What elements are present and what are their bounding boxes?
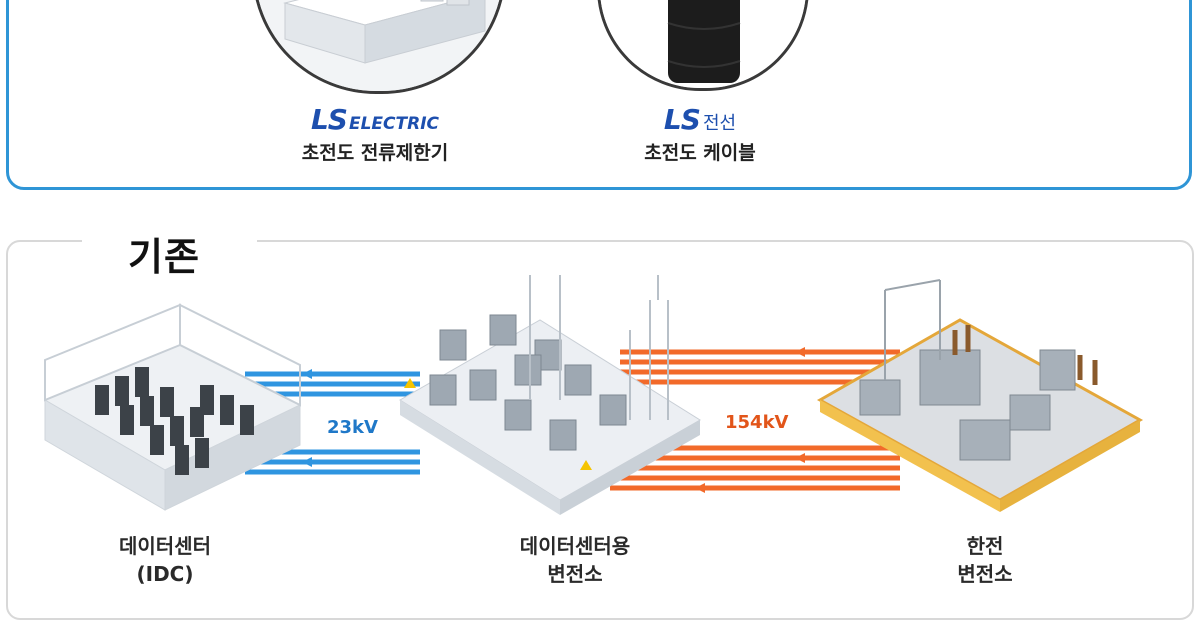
node-label-dc-substation: 데이터센터용 변전소 <box>519 534 631 586</box>
idc-building-icon <box>43 303 302 511</box>
current-limiter-image <box>252 0 506 94</box>
product-label: 초전도 전류제한기 <box>301 142 449 164</box>
dc-substation-icon <box>399 275 701 515</box>
node-label-kepco-substation: 한전 변전소 <box>957 534 1013 586</box>
arrow-icon <box>302 369 312 467</box>
voltage-label-23kv: 23kV <box>327 417 378 438</box>
section-title: 기존 <box>128 235 200 279</box>
product-panel <box>6 0 1192 190</box>
kepco-substation-icon <box>816 279 1144 512</box>
arrow-icon <box>695 347 805 493</box>
voltage-label-154kv: 154kV <box>725 412 789 433</box>
product-label: 초전도 케이블 <box>644 142 756 164</box>
node-label-idc: 데이터센터 (IDC) <box>119 534 211 586</box>
